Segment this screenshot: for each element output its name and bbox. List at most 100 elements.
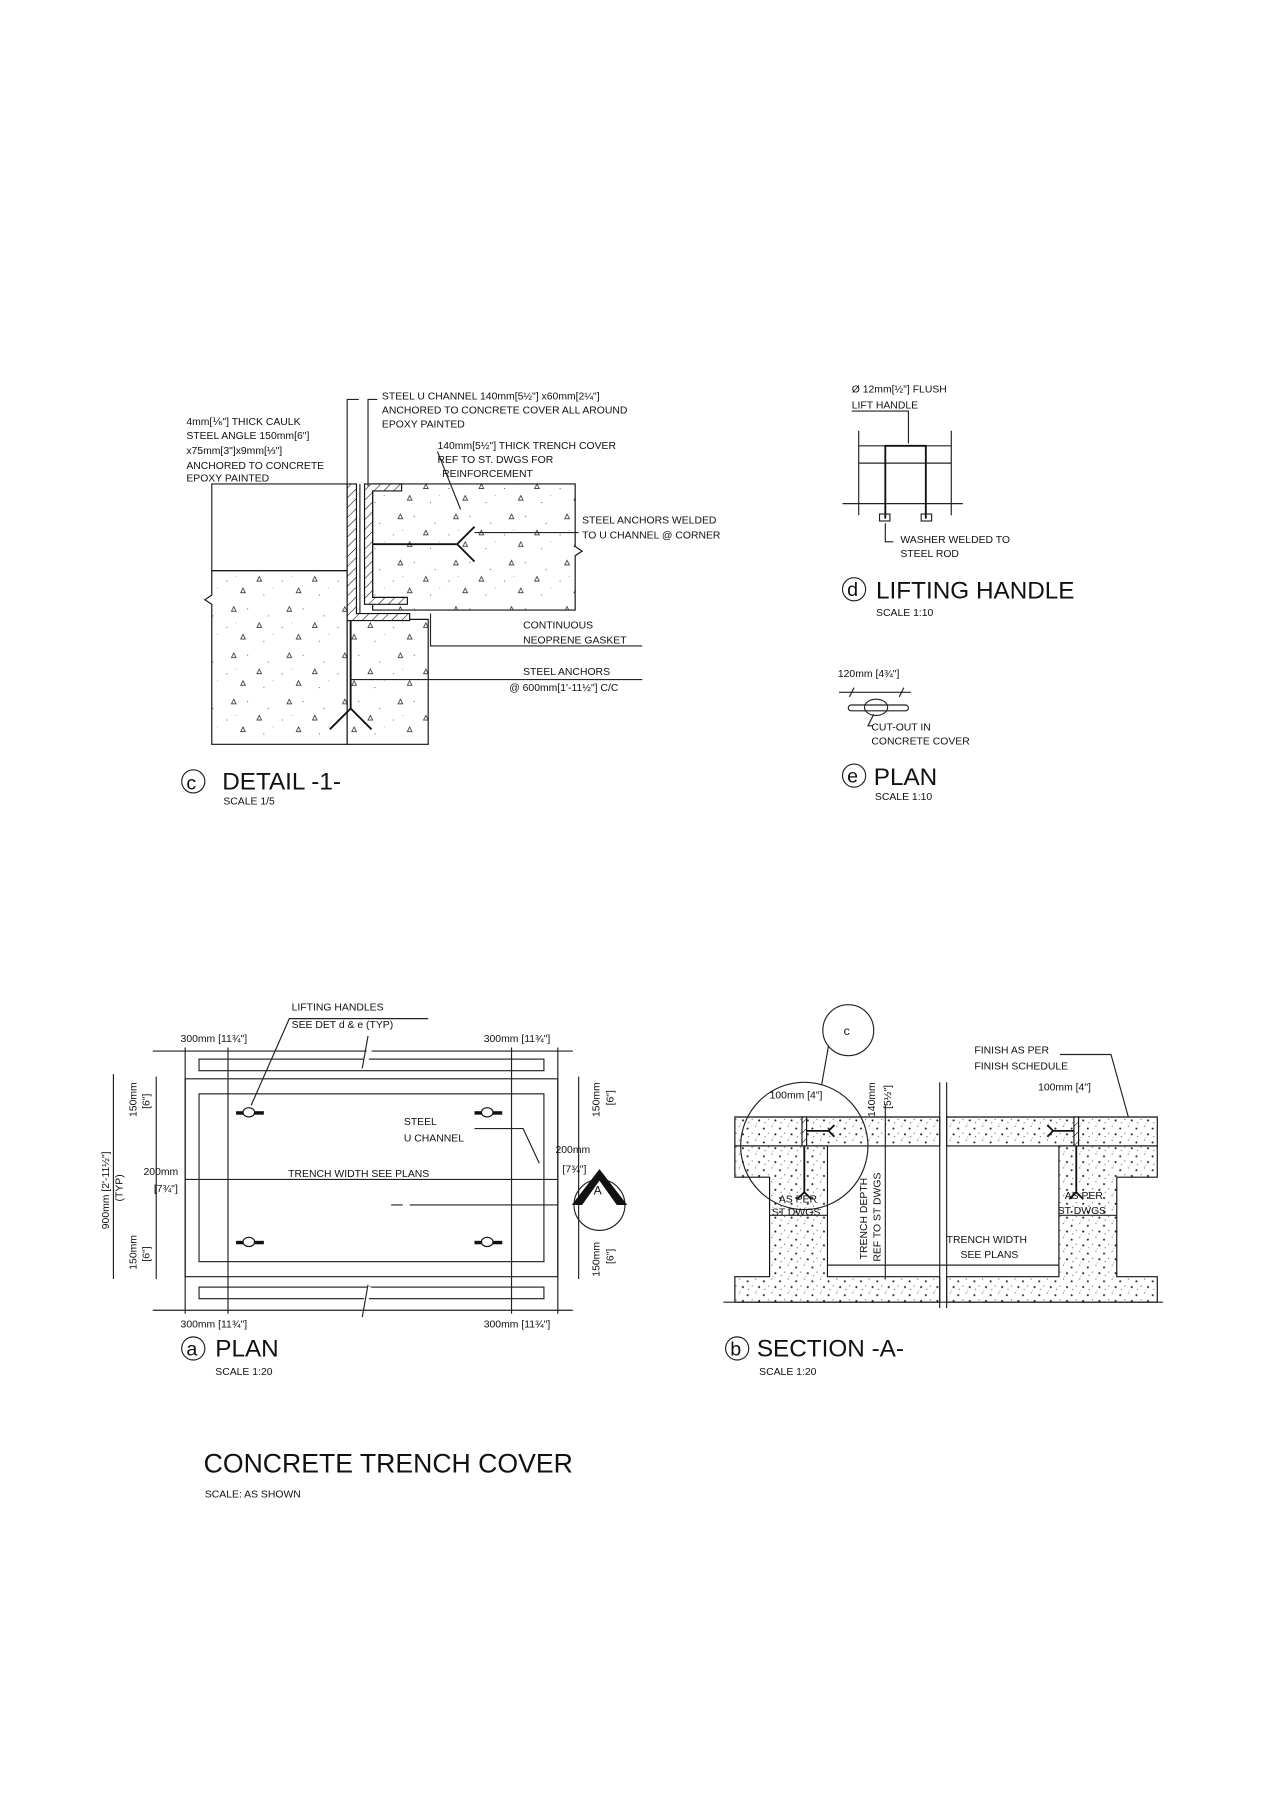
- note-handles-2: SEE DET d & e (TYP): [292, 1020, 394, 1031]
- detail-tag: e: [847, 766, 858, 788]
- dim-typ: (TYP): [115, 1174, 126, 1201]
- note-washer-1: WASHER WELDED TO: [900, 535, 1010, 546]
- note-cover-2: REF TO ST. DWGS FOR: [437, 455, 553, 466]
- dim-150-bl: 150mm: [129, 1235, 140, 1270]
- callout-c: c: [844, 1024, 850, 1038]
- steel-u-channel: [363, 483, 408, 605]
- dim-120: 120mm [4¾"]: [838, 669, 900, 680]
- note-finish-1: FINISH AS PER: [974, 1045, 1049, 1056]
- dim-6-bl: [6"]: [141, 1246, 152, 1261]
- plan-a-title: PLAN: [215, 1336, 278, 1363]
- dim-200-right: 200mm: [555, 1145, 590, 1156]
- note-depth-1: TRENCH DEPTH: [859, 1178, 870, 1260]
- note-finish-2: FINISH SCHEDULE: [974, 1062, 1068, 1073]
- sheet-title: CONCRETE TRENCH COVER: [204, 1448, 573, 1478]
- detail-d-title: LIFTING HANDLE: [876, 578, 1074, 605]
- detail-e-title: PLAN: [874, 764, 937, 791]
- dim-300-tl: 300mm [11¾"]: [181, 1034, 248, 1045]
- note-anchors-2: @ 600mm[1'-11½"] C/C: [509, 683, 619, 694]
- dim-150-tr: 150mm: [591, 1082, 602, 1117]
- note-as-per-left-1: AS PER: [779, 1195, 818, 1206]
- dim-150-br: 150mm: [591, 1242, 602, 1277]
- detail-e-scale: SCALE 1:10: [875, 792, 932, 803]
- dim-300-br: 300mm [11¾"]: [484, 1320, 551, 1331]
- detail-tag: d: [847, 579, 858, 601]
- note-caulk-2: STEEL ANGLE 150mm[6"]: [186, 431, 309, 442]
- dim-300-bl: 300mm [11¾"]: [181, 1320, 248, 1331]
- svg-text:ANCHORED TO CONCRETE COVER ALL: ANCHORED TO CONCRETE COVER ALL AROUND: [382, 405, 628, 416]
- washer-left: [878, 513, 891, 522]
- section-b-scale: SCALE 1:20: [759, 1367, 816, 1378]
- note-width-2: SEE PLANS: [961, 1250, 1019, 1261]
- dim-7-left: [7¾"]: [154, 1184, 178, 1195]
- lifting-handle: [236, 1107, 264, 1118]
- detail-tag: a: [186, 1338, 197, 1360]
- dim-100-right: 100mm [4"]: [1038, 1082, 1091, 1093]
- steel-anchor: [329, 620, 373, 730]
- note-cutout-1: CUT-OUT IN: [871, 722, 930, 733]
- note-as-per-right-1: AS PER: [1065, 1191, 1104, 1202]
- note-u-channel-2: ANCHORED TO CONCRETE COVER ALL AROUND: [382, 405, 628, 416]
- note-as-per-right-2: ST DWGS: [1058, 1206, 1106, 1217]
- detail-d-scale: SCALE 1:10: [876, 608, 933, 619]
- dim-900: 900mm [2'-11½"]: [101, 1151, 112, 1229]
- lifting-handle: [474, 1107, 503, 1118]
- note-cover-1: 140mm[5½"] THICK TRENCH COVER: [437, 441, 616, 452]
- note-u-channel-3: EPOXY PAINTED: [382, 419, 465, 430]
- sheet-scale: SCALE: AS SHOWN: [205, 1490, 301, 1501]
- note-caulk-1: 4mm[⅙"] THICK CAULK: [186, 417, 300, 428]
- existing-slab: [211, 483, 348, 572]
- lift-handle-rod: [884, 444, 927, 519]
- dim-6-tr: [6"]: [605, 1090, 616, 1105]
- note-caulk-4: ANCHORED TO CONCRETE: [186, 461, 324, 472]
- note-u-channel-1: STEEL U CHANNEL 140mm[5½"] x60mm[2¼"]: [382, 390, 600, 402]
- lifting-handle: [474, 1236, 503, 1248]
- note-channel-2: U CHANNEL: [404, 1133, 464, 1144]
- note-caulk-3: x75mm[3"]x9mm[⅓"]: [186, 446, 282, 457]
- plan-a: LIFTING HANDLES SEE DET d & e (TYP) 300m…: [101, 1003, 628, 1378]
- handle-bar: [847, 704, 910, 712]
- svg-text:STEEL U CHANNEL 140mm[5½"] x60: STEEL U CHANNEL 140mm[5½"] x60mm[2¼"]: [382, 390, 600, 402]
- section-marker-label: A: [594, 1184, 603, 1198]
- dim-6-tl: [6"]: [141, 1094, 152, 1109]
- note-washer-2: STEEL ROD: [900, 549, 959, 560]
- detail-e: 120mm [4¾"] CUT-OUT IN CONCRETE COVER e …: [838, 669, 970, 803]
- detail-c: STEEL U CHANNEL 140mm[5½"] x60mm[2¼"] AN…: [181, 390, 721, 808]
- detail-tag: c: [186, 772, 196, 794]
- wall-right: [946, 1145, 1158, 1303]
- note-anchors-welded-1: STEEL ANCHORS WELDED: [582, 515, 717, 526]
- plan-channel: [198, 1093, 545, 1263]
- note-as-per-left-2: ST DWGS: [772, 1207, 820, 1218]
- washer-right: [920, 513, 933, 522]
- welded-anchor: [372, 526, 476, 563]
- note-handles-1: LIFTING HANDLES: [292, 1003, 384, 1014]
- plan-a-scale: SCALE 1:20: [215, 1367, 272, 1378]
- concrete-wall: [346, 618, 429, 745]
- detail-tag-circle: [181, 769, 206, 794]
- note-handle-2: LIFT HANDLE: [852, 401, 918, 412]
- trench-cover-slab: [372, 483, 584, 611]
- note-channel-1: STEEL: [404, 1117, 437, 1128]
- svg-text:EPOXY PAINTED: EPOXY PAINTED: [382, 419, 465, 430]
- detail-c-scale: SCALE 1/5: [223, 797, 275, 808]
- detail-tag: b: [730, 1338, 741, 1360]
- detail-c-callout-circle: [740, 1081, 869, 1211]
- note-caulk-5: EPOXY PAINTED: [186, 474, 269, 485]
- detail-d: Ø 12mm[½"] FLUSH LIFT HANDLE WASHER WELD…: [841, 385, 1075, 619]
- dim-5-5: [5½"]: [883, 1085, 894, 1109]
- note-gasket-1: CONTINUOUS: [523, 621, 593, 632]
- dim-150-tl: 150mm: [129, 1082, 140, 1117]
- note-anchors-1: STEEL ANCHORS: [523, 667, 610, 678]
- note-cutout-2: CONCRETE COVER: [871, 736, 970, 747]
- note-depth-2: REF TO ST DWGS: [873, 1173, 884, 1262]
- note-handle-1: Ø 12mm[½"] FLUSH: [852, 385, 947, 396]
- concrete-base: [203, 570, 348, 745]
- note-gasket-2: NEOPRENE GASKET: [523, 636, 627, 647]
- lifting-handles: [236, 1107, 503, 1248]
- note-trench-width: TRENCH WIDTH SEE PLANS: [288, 1169, 429, 1180]
- dim-300-tr: 300mm [11¾"]: [484, 1034, 551, 1045]
- note-width-1: TRENCH WIDTH: [947, 1235, 1027, 1246]
- section-marker-a: A: [571, 1169, 628, 1231]
- dim-100-left: 100mm [4"]: [770, 1090, 823, 1101]
